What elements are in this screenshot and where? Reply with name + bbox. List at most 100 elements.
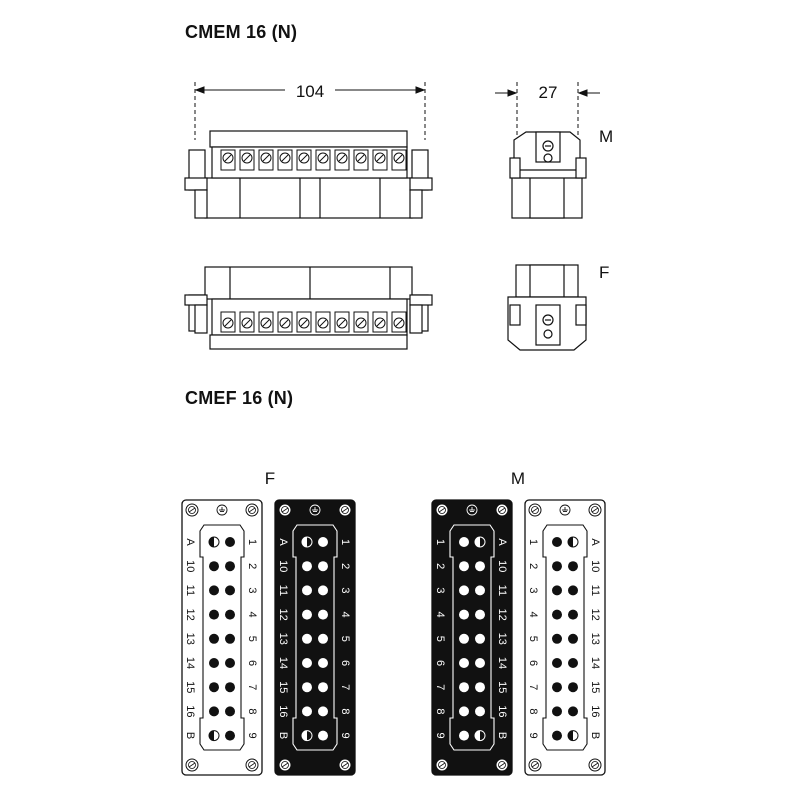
contact-pin bbox=[302, 609, 312, 620]
contact-label: 3 bbox=[434, 587, 446, 593]
contact-label: 4 bbox=[527, 612, 539, 618]
contact-label: 16 bbox=[184, 705, 196, 717]
contact-pin bbox=[552, 633, 562, 644]
dim-27-label: 27 bbox=[539, 83, 558, 102]
contact-label: 10 bbox=[277, 560, 289, 572]
contact-label: 4 bbox=[339, 612, 351, 618]
contact-label: 9 bbox=[434, 733, 446, 739]
contact-label: 7 bbox=[339, 684, 351, 690]
contact-pin bbox=[225, 682, 235, 693]
contact-label: 15 bbox=[496, 681, 508, 693]
contact-pin bbox=[475, 706, 485, 717]
contact-pin bbox=[225, 561, 235, 572]
contact-label: 6 bbox=[434, 660, 446, 666]
contact-label: 11 bbox=[496, 585, 508, 596]
contact-pin bbox=[568, 633, 578, 644]
contact-pin bbox=[568, 609, 578, 620]
contact-label: 3 bbox=[246, 587, 258, 593]
contact-label: 9 bbox=[339, 733, 351, 739]
contact-label: 13 bbox=[277, 633, 289, 645]
contact-pin bbox=[225, 658, 235, 668]
contact-label: 9 bbox=[246, 733, 258, 739]
contact-pin bbox=[475, 682, 485, 693]
contact-label: 12 bbox=[277, 608, 289, 620]
contact-pin bbox=[552, 682, 562, 693]
contact-label: 13 bbox=[184, 633, 196, 645]
terminal-screws-female bbox=[220, 311, 407, 333]
terminal-screws-male bbox=[220, 149, 407, 171]
contact-label: 6 bbox=[339, 660, 351, 666]
contact-label: 8 bbox=[246, 708, 258, 714]
face-label-male: M bbox=[511, 469, 525, 488]
contact-label: B bbox=[496, 732, 508, 739]
contact-label: 11 bbox=[184, 585, 196, 596]
contact-pin bbox=[459, 537, 469, 547]
contact-pin bbox=[302, 561, 312, 572]
contact-label: 7 bbox=[527, 684, 539, 690]
contact-pin bbox=[552, 609, 562, 620]
side-label-male: M bbox=[599, 127, 613, 146]
contact-pin bbox=[318, 633, 328, 644]
contact-label: 14 bbox=[589, 657, 601, 669]
contact-pin bbox=[209, 585, 219, 596]
contact-pin bbox=[225, 633, 235, 644]
contact-pin bbox=[225, 537, 235, 547]
contact-label: 8 bbox=[339, 708, 351, 714]
contact-label: B bbox=[184, 732, 196, 739]
contact-label: A bbox=[496, 538, 508, 546]
contact-label: 15 bbox=[184, 681, 196, 693]
contact-pin bbox=[225, 730, 235, 741]
contact-pin bbox=[552, 561, 562, 572]
female-insert-front-view bbox=[184, 266, 433, 350]
contact-pin bbox=[209, 658, 219, 668]
contact-label: 14 bbox=[496, 657, 508, 669]
contact-pin bbox=[552, 585, 562, 596]
contact-label: 1 bbox=[246, 539, 258, 545]
contact-label: 6 bbox=[527, 660, 539, 666]
contact-label: 9 bbox=[527, 733, 539, 739]
contact-label: 13 bbox=[496, 633, 508, 645]
female-insert-side-view bbox=[507, 264, 587, 351]
contact-pin bbox=[225, 609, 235, 620]
contact-label: A bbox=[184, 538, 196, 546]
contact-label: 10 bbox=[496, 560, 508, 572]
contact-label: 3 bbox=[339, 587, 351, 593]
contact-pin bbox=[475, 658, 485, 668]
contact-pin bbox=[302, 585, 312, 596]
contact-pin bbox=[302, 658, 312, 668]
contact-pin bbox=[225, 585, 235, 596]
contact-label: 5 bbox=[339, 636, 351, 642]
contact-label: 11 bbox=[589, 585, 601, 596]
contact-pin bbox=[209, 682, 219, 693]
contact-label: 8 bbox=[527, 708, 539, 714]
contact-label: 1 bbox=[434, 539, 446, 545]
contact-pin bbox=[459, 658, 469, 668]
contact-pin bbox=[459, 633, 469, 644]
contact-label: 5 bbox=[246, 636, 258, 642]
contact-pin bbox=[459, 561, 469, 572]
contact-label: 1 bbox=[527, 539, 539, 545]
contact-pin bbox=[209, 609, 219, 620]
contact-pin bbox=[475, 585, 485, 596]
contact-label: 2 bbox=[246, 563, 258, 569]
dimension-104 bbox=[194, 82, 426, 140]
contact-label: A bbox=[589, 538, 601, 546]
contact-pin bbox=[459, 585, 469, 596]
contact-label: 1 bbox=[339, 539, 351, 545]
contact-label: 15 bbox=[589, 681, 601, 693]
contact-pin bbox=[475, 609, 485, 620]
contact-pin bbox=[225, 706, 235, 717]
contact-label: 2 bbox=[434, 563, 446, 569]
contact-pin bbox=[209, 561, 219, 572]
contact-label: 10 bbox=[589, 560, 601, 572]
contact-label: 6 bbox=[246, 660, 258, 666]
contact-label: 3 bbox=[527, 587, 539, 593]
contact-pin bbox=[318, 706, 328, 717]
face-label-female: F bbox=[265, 469, 275, 488]
contact-label: 13 bbox=[589, 633, 601, 645]
contact-label: 4 bbox=[434, 612, 446, 618]
